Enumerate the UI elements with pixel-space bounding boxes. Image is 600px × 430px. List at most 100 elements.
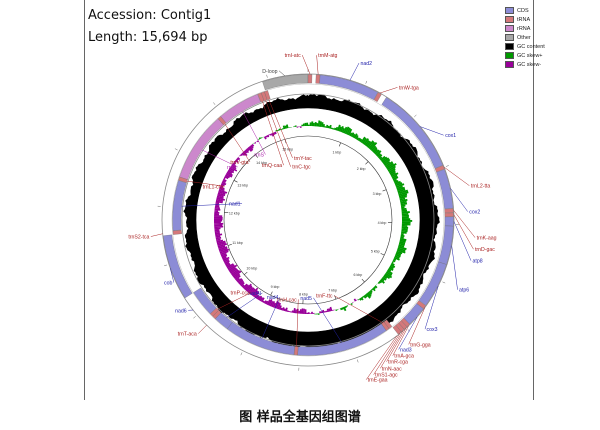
gc-skew-segment	[219, 186, 225, 190]
gc-skew-segment	[293, 308, 296, 314]
gc-skew-segment	[390, 264, 396, 268]
gc-skew-segment	[328, 308, 331, 312]
gc-skew-segment	[222, 180, 226, 184]
feature-label: trnA-gca	[394, 354, 414, 360]
gc-skew-track	[213, 120, 413, 315]
gc-skew-segment	[259, 297, 264, 302]
gc-skew-segment	[311, 121, 314, 127]
feature-arc-atp8	[444, 216, 454, 227]
outer-scale-tick	[213, 102, 216, 105]
feature-arc-atp6	[438, 225, 454, 265]
gc-skew-segment	[312, 312, 315, 314]
gc-skew-segment	[224, 175, 229, 180]
gc-skew-segment	[400, 202, 408, 206]
gc-skew-segment	[398, 244, 405, 248]
gc-skew-segment	[393, 258, 397, 261]
legend-swatch	[505, 7, 514, 14]
gc-skew-segment	[247, 146, 253, 152]
feature-label: trnM-atg	[318, 53, 337, 59]
gc-skew-segment	[393, 178, 398, 182]
gc-skew-segment	[302, 123, 305, 127]
gc-skew-segment	[277, 302, 281, 310]
gc-skew-segment	[237, 157, 241, 161]
gc-skew-segment	[341, 127, 346, 133]
gc-skew-segment	[214, 224, 223, 227]
ruler-label: 13 kbp	[237, 184, 248, 188]
gc-skew-segment	[220, 250, 229, 256]
gc-skew-segment	[357, 137, 361, 142]
feature-label: rrnL	[227, 165, 236, 171]
gc-skew-segment	[245, 149, 250, 154]
gc-skew-segment	[361, 296, 365, 299]
gc-skew-segment	[322, 123, 325, 128]
legend-label: GC skew-	[517, 61, 542, 68]
gc-skew-segment	[346, 127, 351, 135]
leader-line	[262, 101, 284, 166]
gc-skew-segment	[223, 177, 226, 180]
ruler-tick	[270, 291, 273, 296]
ruler-label: 2 kbp	[357, 167, 366, 171]
feature-label: nad5	[300, 296, 312, 302]
ruler-label: 10 kbp	[246, 267, 257, 271]
legend-item: GC skew-	[505, 60, 569, 69]
feature-label: trnE-gaa	[368, 378, 388, 384]
feature-label: trnL2-tta	[471, 184, 490, 190]
gc-skew-segment	[220, 252, 227, 257]
feature-label: rrnS	[254, 153, 264, 159]
gc-skew-segment	[227, 170, 233, 175]
gc-skew-segment	[356, 299, 358, 301]
gc-skew-segment	[385, 271, 393, 277]
gc-skew-segment	[227, 264, 235, 270]
gc-skew-segment	[218, 189, 228, 194]
legend-item: GC content	[505, 42, 569, 51]
gc-skew-segment	[245, 283, 252, 291]
gc-skew-segment	[376, 153, 382, 158]
gc-skew-segment	[246, 285, 253, 293]
gc-skew-segment	[333, 309, 336, 311]
gc-skew-segment	[343, 306, 347, 312]
gc-skew-segment	[214, 222, 224, 225]
gc-skew-segment	[398, 191, 409, 196]
gc-skew-segment	[258, 137, 262, 140]
feature-label: trnY-tac	[294, 156, 312, 162]
gc-skew-segment	[254, 142, 257, 144]
gc-skew-segment	[346, 305, 349, 307]
leader-line	[420, 126, 444, 136]
leader-line	[453, 214, 474, 250]
gc-skew-segment	[384, 272, 393, 279]
feature-label: cox1	[445, 133, 456, 139]
gc-skew-segment	[372, 287, 376, 292]
ruler-tick	[365, 161, 369, 165]
gc-skew-segment	[383, 275, 388, 280]
gc-skew-segment	[401, 206, 405, 209]
gc-skew-segment	[251, 143, 255, 147]
gc-skew-segment	[243, 150, 248, 154]
outer-scale-tick	[356, 359, 359, 363]
feature-arc-trnd-gac	[444, 212, 454, 217]
gc-skew-segment	[386, 269, 393, 275]
gc-skew-segment	[308, 124, 310, 127]
gc-skew-segment	[216, 197, 226, 201]
leader-line	[224, 123, 251, 163]
gc-skew-segment	[250, 288, 256, 296]
gc-skew-segment	[399, 241, 406, 245]
legend-swatch	[505, 16, 514, 23]
feature-arc-trnl2-tta	[434, 165, 445, 173]
gc-skew-segment	[352, 133, 356, 138]
gc-skew-segment	[398, 242, 405, 246]
feature-label: trnK-aag	[477, 236, 497, 242]
gc-skew-segment	[218, 245, 226, 250]
gc-baseline-circle	[195, 107, 421, 333]
gc-skew-segment	[401, 209, 408, 212]
leader-line	[333, 295, 383, 323]
gc-skew-segment	[395, 182, 403, 187]
gc-skew-segment	[385, 162, 394, 169]
ruler-label: 1 kbp	[332, 150, 341, 154]
leader-line	[198, 324, 207, 334]
gc-skew-segment	[401, 211, 410, 214]
gc-skew-segment	[241, 152, 246, 156]
gc-skew-segment	[325, 124, 329, 129]
gc-skew-segment	[369, 141, 378, 151]
gc-skew-segment	[340, 307, 343, 311]
gc-skew-segment	[332, 309, 334, 311]
